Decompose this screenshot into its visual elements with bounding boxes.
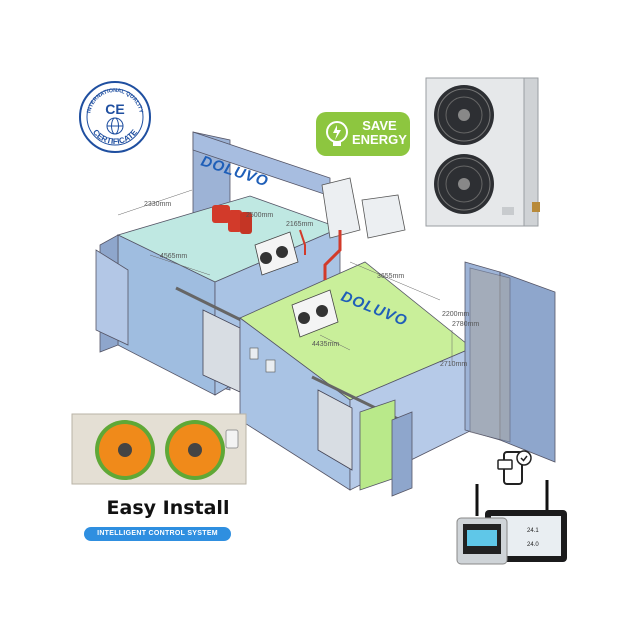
dim-right-height: 2710mm xyxy=(440,361,467,368)
seal-ce-mark: CE xyxy=(105,101,124,117)
right-open-door-panel xyxy=(391,411,413,497)
globe-icon xyxy=(106,117,124,135)
top-condenser-1 xyxy=(321,177,361,239)
easy-install-title: Easy Install xyxy=(106,497,230,519)
dim-left-depth: 2330mm xyxy=(144,201,171,208)
badge-line-1: SAVE xyxy=(362,118,397,133)
red-tank-3 xyxy=(240,212,252,234)
save-energy-badge: SAVE ENERGY xyxy=(316,112,410,156)
fan-icon xyxy=(434,154,494,214)
left-open-door-panel xyxy=(95,249,129,346)
right-room-door[interactable] xyxy=(317,389,353,471)
dim-line-4 xyxy=(319,334,351,351)
evaporator-unit-photo xyxy=(71,413,247,485)
dim-mid-width: 2165mm xyxy=(286,221,313,228)
red-tank-2 xyxy=(228,210,242,232)
dim-left-length: 4565mm xyxy=(160,253,187,260)
control-box-2[interactable] xyxy=(265,359,276,373)
dim-left-height: 2500mm xyxy=(246,212,273,219)
phone-remote-icon xyxy=(497,450,532,485)
fan-icon xyxy=(434,85,494,145)
red-tank-1 xyxy=(212,205,230,223)
right-open-door xyxy=(359,399,396,491)
dim-right-depth: 4435mm xyxy=(312,341,339,348)
red-pipe-1 xyxy=(323,230,342,280)
left-door-rail xyxy=(175,286,246,324)
left-evaporator xyxy=(254,231,299,276)
outdoor-condensing-unit xyxy=(425,77,540,227)
dim-right-length: 3655mm xyxy=(377,273,404,280)
control-box-1[interactable] xyxy=(249,347,259,360)
right-evaporator xyxy=(291,289,339,338)
dim-right-side-b: 2780mm xyxy=(452,321,479,328)
wireless-controllers: 24.1 24.0 xyxy=(456,480,567,565)
dim-line-1 xyxy=(117,189,193,216)
badge-line-2: ENERGY xyxy=(352,132,407,147)
red-pipe-2 xyxy=(299,229,306,255)
top-condenser-2 xyxy=(361,194,406,239)
dim-line-3 xyxy=(349,261,441,301)
dim-line-2 xyxy=(149,254,211,276)
controller-reading-1: 24.1 xyxy=(527,528,539,534)
fan-icon xyxy=(95,420,155,480)
fan-icon xyxy=(165,420,225,480)
right-end-grey xyxy=(469,267,511,443)
intelligent-control-label: INTELLIGENT CONTROL SYSTEM xyxy=(84,527,231,541)
bulb-icon xyxy=(326,121,348,146)
dim-right-side-a: 2200mm xyxy=(442,311,469,318)
controller-reading-2: 24.0 xyxy=(527,542,539,548)
ce-certificate-seal: INTERNATIONAL QUALITY CERTIFICATE CE xyxy=(79,81,151,153)
